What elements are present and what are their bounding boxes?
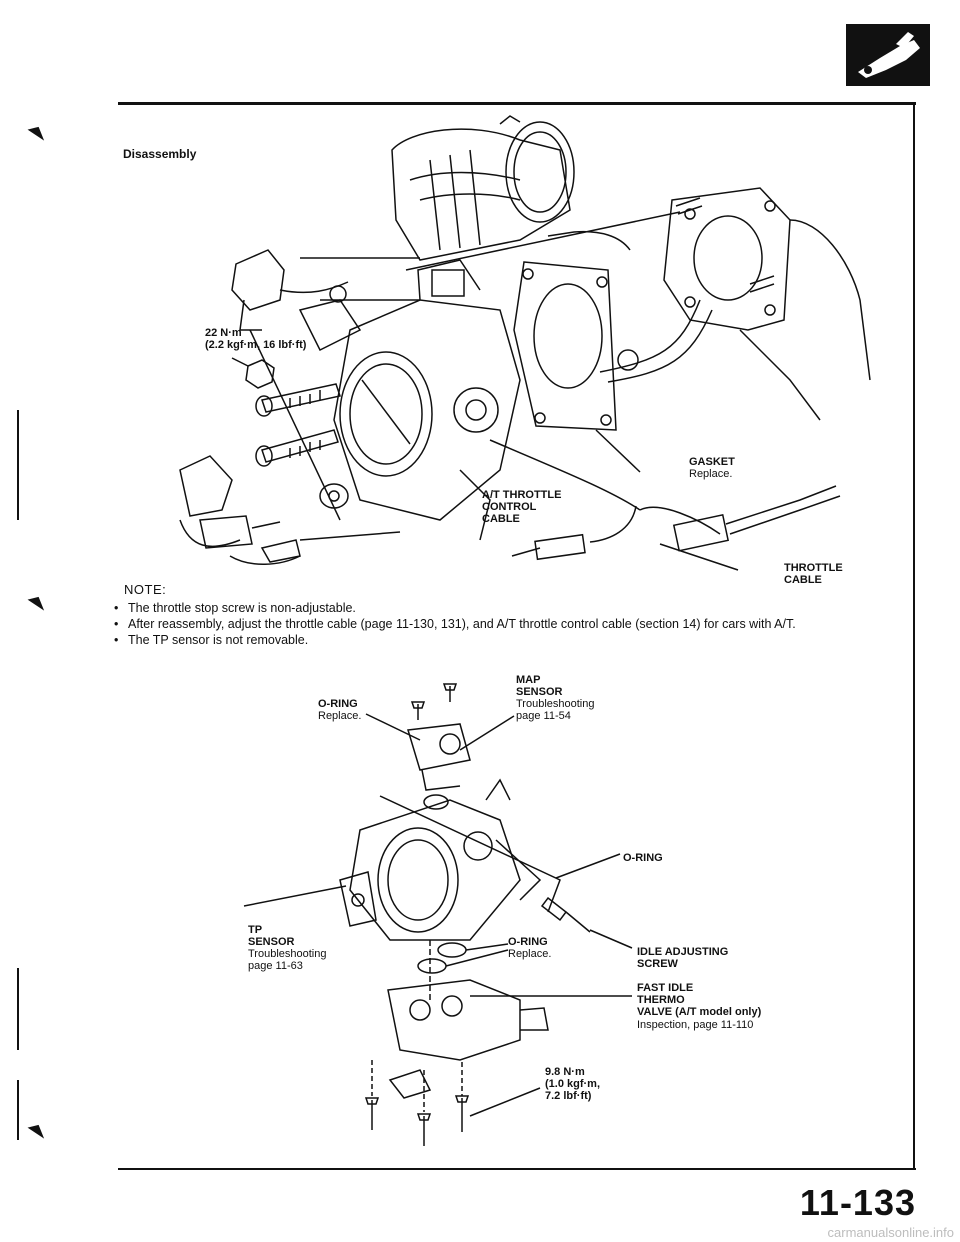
tp-sensor-label-2: SENSOR bbox=[248, 936, 295, 948]
tp-sensor-note-2: page 11-63 bbox=[248, 960, 303, 972]
note-item: After reassembly, adjust the throttle ca… bbox=[112, 616, 796, 632]
oring-top-label: O-RING bbox=[318, 698, 358, 710]
at-cable-label-1: A/T THROTTLE bbox=[482, 489, 562, 501]
idle-screw-label-2: SCREW bbox=[637, 958, 678, 970]
map-sensor-label-2: SENSOR bbox=[516, 686, 563, 698]
oring-top-note: Replace. bbox=[318, 710, 362, 722]
disassembly-title: Disassembly bbox=[123, 147, 197, 161]
at-cable-label-2: CONTROL bbox=[482, 501, 537, 513]
map-sensor-label-1: MAP bbox=[516, 674, 541, 686]
page-number: 11-133 bbox=[799, 1182, 916, 1223]
torque-top-units: (2.2 kgf·m, 16 lbf·ft) bbox=[205, 339, 307, 351]
oring-mid-note: Replace. bbox=[508, 948, 552, 960]
note-item: The TP sensor is not removable. bbox=[112, 632, 796, 648]
torque-bottom-units-2: 7.2 lbf·ft) bbox=[545, 1090, 592, 1102]
note-item: The throttle stop screw is non-adjustabl… bbox=[112, 600, 796, 616]
fast-idle-note: Inspection, page 11-110 bbox=[637, 1019, 754, 1031]
torque-bottom-value: 9.8 N·m bbox=[545, 1066, 585, 1078]
throttle-cable-label-1: THROTTLE bbox=[784, 562, 843, 574]
footer-rule bbox=[118, 1168, 916, 1170]
torque-top-value: 22 N·m bbox=[205, 327, 242, 339]
torque-bottom-units-1: (1.0 kgf·m, bbox=[545, 1078, 601, 1090]
oring-mid-label: O-RING bbox=[508, 936, 548, 948]
disassembly-diagram bbox=[179, 115, 871, 571]
gasket-label: GASKET bbox=[689, 456, 735, 468]
header-rule bbox=[118, 102, 916, 105]
fast-idle-label-3: VALVE (A/T model only) bbox=[637, 1006, 762, 1018]
throttle-cable-label-2: CABLE bbox=[784, 574, 822, 586]
margin-marks bbox=[17, 126, 45, 1140]
fast-idle-label-2: THERMO bbox=[637, 994, 685, 1006]
tp-sensor-note-1: Troubleshooting bbox=[248, 948, 327, 960]
fast-idle-label-1: FAST IDLE bbox=[637, 982, 694, 994]
tp-sensor-label-1: TP bbox=[248, 924, 263, 936]
exploded-view-diagram bbox=[243, 683, 633, 1146]
note-list: The throttle stop screw is non-adjustabl… bbox=[112, 600, 796, 648]
map-sensor-note-1: Troubleshooting bbox=[516, 698, 595, 710]
fuel-injection-icon bbox=[846, 24, 930, 86]
watermark: carmanualsonline.info bbox=[827, 1225, 954, 1240]
map-sensor-note-2: page 11-54 bbox=[516, 710, 571, 722]
at-cable-label-3: CABLE bbox=[482, 513, 520, 525]
idle-screw-label-1: IDLE ADJUSTING bbox=[637, 946, 729, 958]
right-border bbox=[913, 102, 915, 1170]
oring-right-label: O-RING bbox=[623, 852, 663, 864]
gasket-note: Replace. bbox=[689, 468, 733, 480]
note-title: NOTE: bbox=[124, 582, 167, 597]
